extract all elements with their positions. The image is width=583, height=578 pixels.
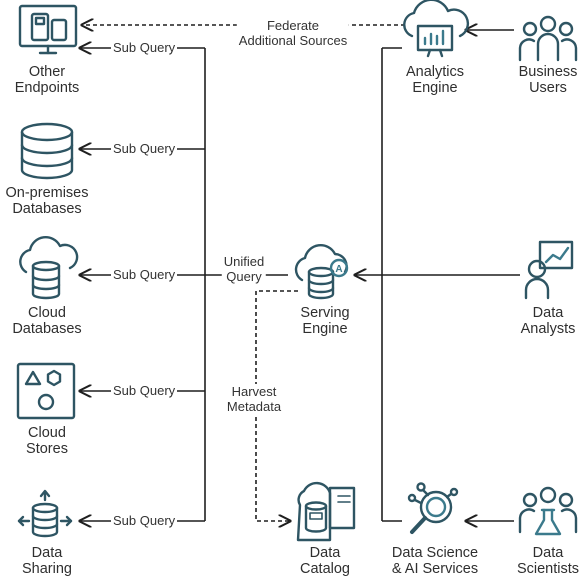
database-icon xyxy=(20,122,74,180)
edge-label-sub-query-3: Sub Query xyxy=(111,267,178,282)
analyst-icon xyxy=(524,240,574,300)
node-data-science-ai: Data Science& AI Services xyxy=(391,545,479,577)
devices-icon xyxy=(18,4,78,55)
share-database-icon xyxy=(17,489,73,538)
edge-label-sub-query-4: Sub Query xyxy=(111,383,178,398)
users-group-icon xyxy=(518,15,578,62)
catalog-icon xyxy=(296,481,356,542)
cloud-database-icon xyxy=(19,235,79,300)
svg-text:A: A xyxy=(335,264,342,275)
cloud-chart-icon xyxy=(403,0,470,58)
shapes-icon xyxy=(16,362,76,420)
scientists-icon xyxy=(518,486,578,536)
edge-label-sub-query-1: Sub Query xyxy=(111,40,178,55)
cloud-serving-icon: A xyxy=(294,243,349,300)
edge-label-sub-query-5: Sub Query xyxy=(111,513,178,528)
edge-label-sub-query-2: Sub Query xyxy=(111,141,178,156)
ai-magnifier-icon xyxy=(407,482,459,534)
